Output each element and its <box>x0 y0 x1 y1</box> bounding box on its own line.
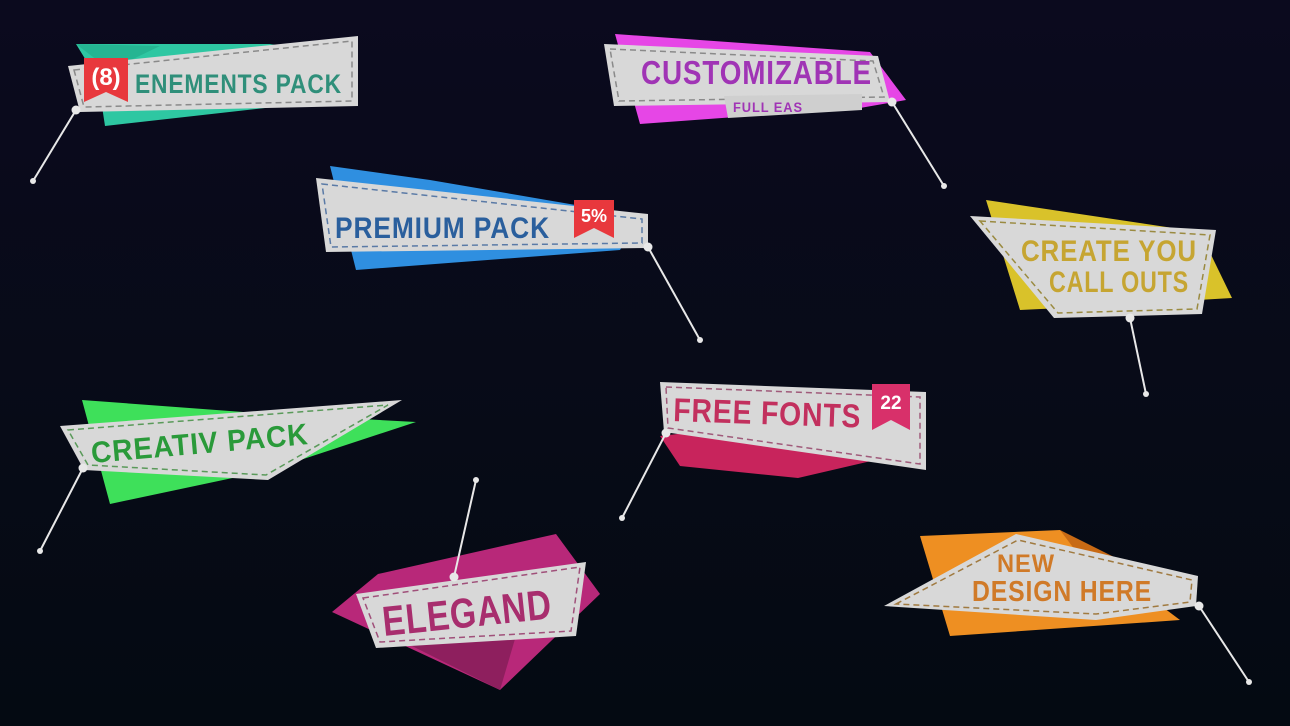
callout-elements-pack[interactable]: (8) ENEMENTS PACK <box>30 36 358 184</box>
leader-end <box>37 548 43 554</box>
leader-knob <box>887 97 897 107</box>
paper-panel <box>68 36 358 112</box>
leader-line <box>891 101 945 187</box>
leader-knob <box>449 572 459 582</box>
leader-line <box>453 479 477 578</box>
callout-line-1: NEW <box>997 550 1055 578</box>
paper-panel <box>60 400 402 480</box>
callout-new-design[interactable]: NEW DESIGN HERE <box>884 530 1252 685</box>
callout-line-2: DESIGN HERE <box>972 576 1152 608</box>
callout-line-1: CREATE YOU <box>1021 235 1197 268</box>
stitch-border <box>893 539 1193 615</box>
leader-end <box>1143 391 1149 397</box>
badge-count: (8) <box>91 64 120 91</box>
callout-title: FREE FONTS <box>673 391 862 435</box>
callout-title: PREMIUM PACK <box>335 212 550 245</box>
leader-end <box>30 178 36 184</box>
stitch-border <box>66 404 389 476</box>
callout-creativ-pack[interactable]: CREATIV PACK <box>37 400 416 554</box>
leader-knob <box>78 463 88 473</box>
stitch-border <box>73 40 353 108</box>
callout-title: CUSTOMIZABLE <box>641 54 872 91</box>
leader-knob <box>643 242 653 252</box>
callout-free-fonts[interactable]: 22 FREE FONTS <box>619 382 926 521</box>
paper-panel <box>970 216 1216 318</box>
callout-line-2: CALL OUTS <box>1049 266 1189 299</box>
stitch-border <box>609 48 886 102</box>
stitch-border <box>978 220 1211 314</box>
stitch-border <box>361 566 581 643</box>
paper-panel <box>356 562 586 648</box>
leader-knob <box>661 428 671 438</box>
leader-end <box>697 337 703 343</box>
leader-knob <box>71 105 81 115</box>
callout-title: ENEMENTS PACK <box>135 69 342 99</box>
subtitle-strip <box>724 94 862 118</box>
badge-ribbon <box>872 384 910 430</box>
leader-line <box>621 432 667 519</box>
leader-knob <box>1194 601 1204 611</box>
paper-panel <box>316 178 648 252</box>
leader-end <box>941 183 947 189</box>
leader-end <box>473 477 479 483</box>
leader-end <box>619 515 625 521</box>
paper-panel <box>884 534 1198 620</box>
stitch-border <box>665 386 921 465</box>
badge-count: 22 <box>880 393 901 414</box>
leader-knob <box>1125 313 1135 323</box>
paper-panel <box>660 382 926 470</box>
leader-line <box>647 246 701 341</box>
badge-ribbon <box>84 58 128 102</box>
accent-shape-dark <box>76 44 160 70</box>
badge-percent: 5% <box>581 206 607 226</box>
leader-line <box>32 109 77 182</box>
callout-create-callouts[interactable]: CREATE YOU CALL OUTS <box>970 200 1232 397</box>
callout-subtitle: FULL EAS <box>733 99 803 115</box>
leader-end <box>1246 679 1252 685</box>
stitch-border <box>321 183 643 248</box>
callout-customizable[interactable]: CUSTOMIZABLE FULL EAS <box>604 34 947 189</box>
callout-elegand[interactable]: ELEGAND <box>332 477 600 690</box>
badge-ribbon <box>574 200 614 238</box>
leader-line <box>39 467 84 552</box>
leader-line <box>1129 317 1147 395</box>
leader-line <box>1198 605 1250 683</box>
paper-panel <box>604 44 890 106</box>
callout-premium-pack[interactable]: 5% PREMIUM PACK <box>316 166 703 343</box>
